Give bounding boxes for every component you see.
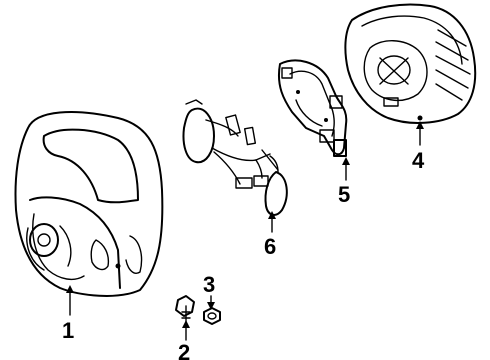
- leader-arrows: [66, 121, 424, 341]
- callout-3: 3: [203, 272, 215, 297]
- arrow-2: [182, 320, 190, 341]
- steering-wheel: [14, 111, 164, 297]
- arrow-4: [416, 121, 424, 146]
- clock-spring: [278, 59, 348, 157]
- wiring-harness: [182, 99, 288, 216]
- callout-2: 2: [178, 340, 190, 360]
- callout-4: 4: [412, 148, 425, 173]
- callout-6: 6: [264, 234, 276, 259]
- arrow-1: [66, 285, 74, 316]
- nut: [203, 307, 221, 325]
- callout-1: 1: [62, 318, 74, 343]
- arrow-5: [342, 157, 350, 181]
- airbag-module: [344, 3, 477, 124]
- arrow-6: [268, 211, 276, 233]
- bolt: [175, 295, 195, 323]
- arrow-3: [207, 295, 215, 310]
- callout-5: 5: [338, 182, 350, 207]
